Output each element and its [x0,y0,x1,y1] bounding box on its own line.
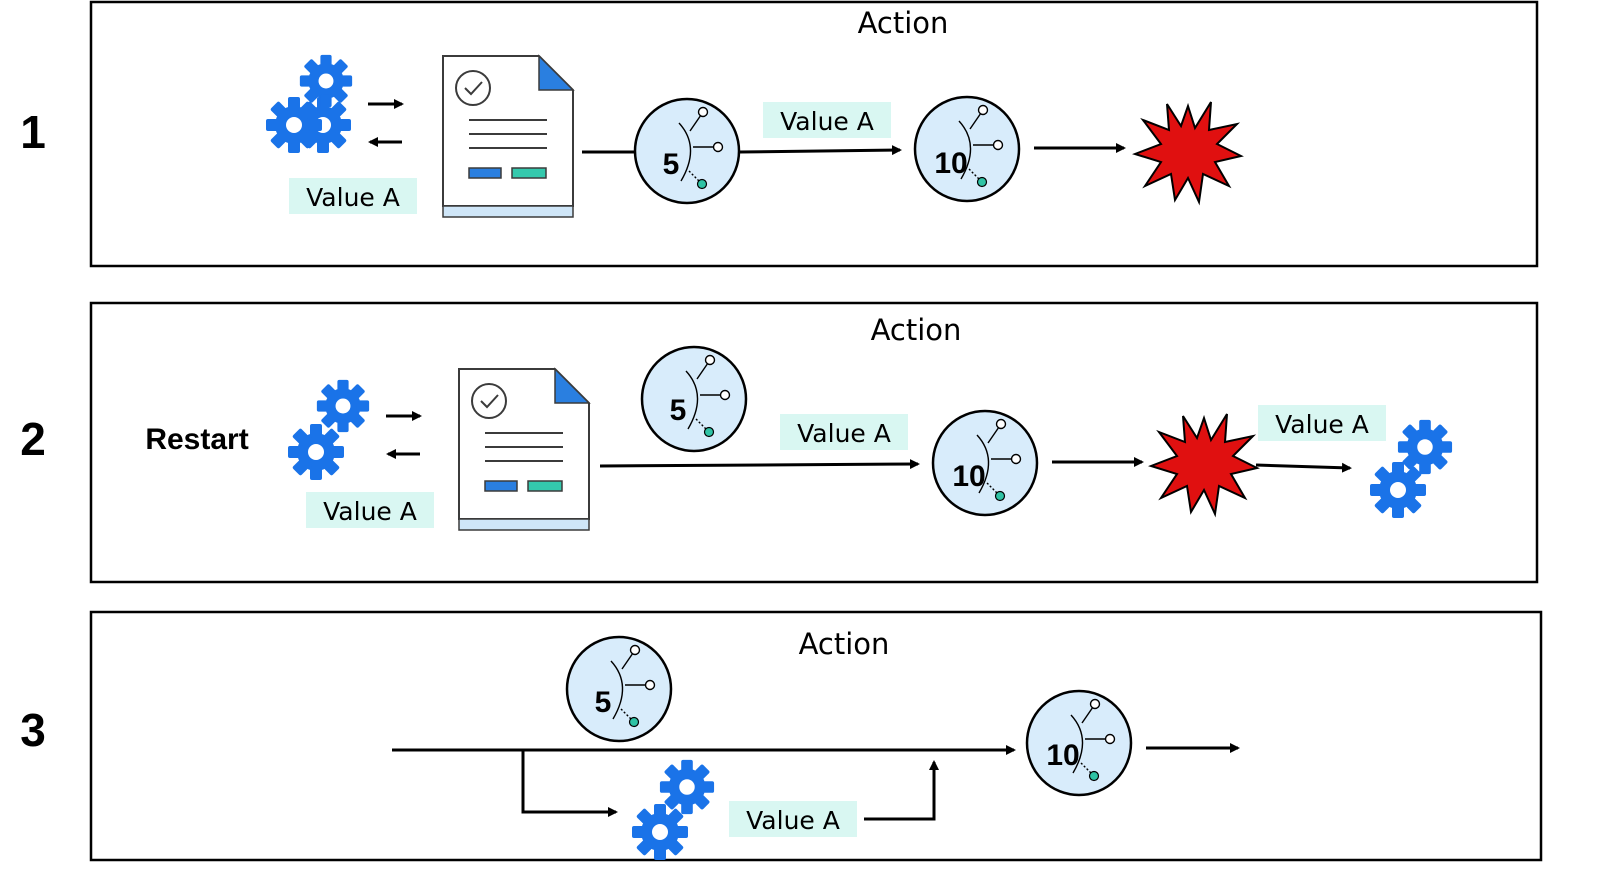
arrow-icon [1255,462,1352,473]
arrow-icon [599,459,920,470]
row-number: 1 [20,106,46,158]
explosion-icon [1133,100,1243,204]
timer-value: 5 [595,686,612,719]
timer-icon [640,345,748,453]
gear-icon [1370,462,1426,518]
action-label: Action [858,6,949,40]
gear-icon [659,759,715,815]
timer-value: 10 [934,147,967,180]
value-tag [306,492,434,528]
gear-icon [288,424,344,480]
value-tag-label: Value A [323,497,417,526]
action-label: Action [799,627,890,661]
row-2: 2 Action Restart Value A 5 Value A 10 Va… [20,301,1539,584]
document-check-icon [442,55,574,218]
row-1-frame [89,0,1539,268]
value-tag [763,102,891,138]
action-label: Action [871,313,962,347]
timer-icon [565,635,673,743]
document-check-icon [458,368,590,531]
gear-icon [266,97,322,153]
value-tag-label: Value A [1275,410,1369,439]
arrow-icon [739,145,902,156]
row-2-frame [89,301,1539,584]
timer-value: 10 [952,460,985,493]
timer-value: 5 [663,148,680,181]
value-tag [1258,405,1386,441]
row-number: 3 [20,704,46,756]
value-tag [289,178,417,214]
value-tag-label: Value A [746,806,840,835]
gear-icon [316,379,370,433]
timer-value: 5 [670,394,687,427]
value-tag [729,801,857,837]
row-3: 3 Action 5 10 Value A [20,610,1543,862]
value-tag-label: Value A [780,107,874,136]
row-3-frame [89,610,1543,862]
row-number: 2 [20,413,46,465]
restart-label: Restart [145,423,248,456]
row-1: 1 Action Value A 5 Value A 10 [20,0,1539,268]
arrow-icon [521,750,618,817]
gear-icon [632,804,688,860]
gear-icon [299,54,353,108]
explosion-icon [1149,412,1259,516]
value-tag [780,414,908,450]
value-tag-label: Value A [797,419,891,448]
gear-icon [1397,419,1453,475]
timer-value: 10 [1046,739,1079,772]
value-tag-label: Value A [306,183,400,212]
timer-icon [633,97,741,205]
arrow-icon [864,760,939,821]
